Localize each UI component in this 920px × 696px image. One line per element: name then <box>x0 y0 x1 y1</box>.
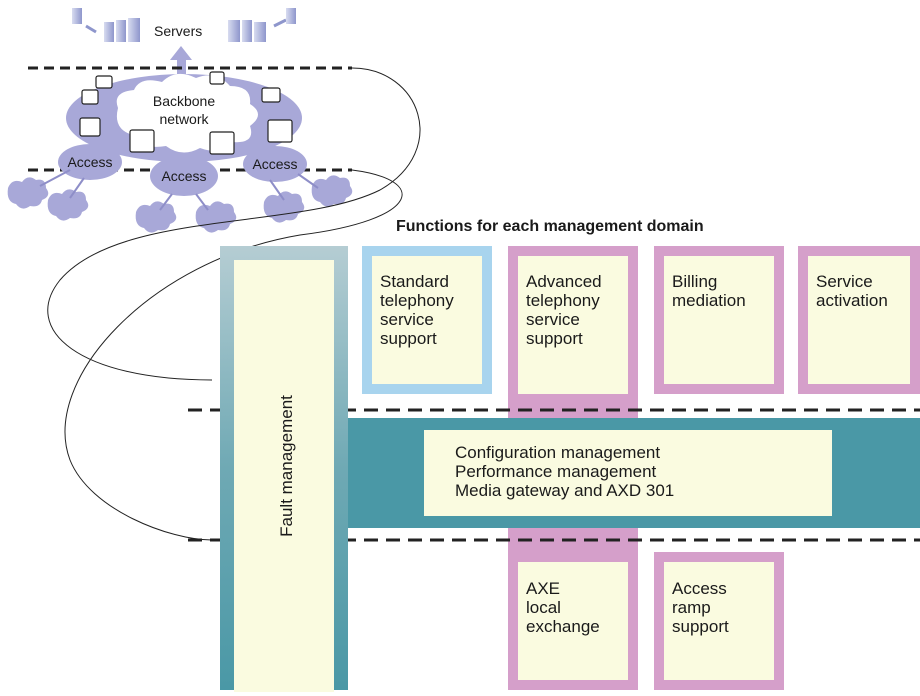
fault-management-label: Fault management <box>277 395 296 537</box>
access-label-2: Access <box>161 168 206 184</box>
advanced-telephony-box <box>518 256 628 394</box>
standard-telephony-line4: support <box>380 329 437 348</box>
domains-title: Functions for each management domain <box>396 218 704 235</box>
backbone-label-line2: network <box>159 111 209 127</box>
access-links <box>39 169 319 211</box>
service-activation-box <box>808 256 910 384</box>
middle-box <box>424 430 832 516</box>
billing-mediation-line2: mediation <box>672 291 746 310</box>
uplink-arrow <box>170 46 192 74</box>
service-activation-line2: activation <box>816 291 888 310</box>
access-ramp-line1: Access <box>672 579 727 598</box>
advanced-telephony-line2: telephony <box>526 291 600 310</box>
fault-management-inner <box>234 260 334 692</box>
middle-box-line3: Media gateway and AXD 301 <box>455 481 674 500</box>
standard-telephony-line2: telephony <box>380 291 454 310</box>
servers-label: Servers <box>154 23 202 39</box>
axe-local-exchange-box <box>518 562 628 680</box>
access-ramp-line3: support <box>672 617 729 636</box>
network-illustration: Servers Backbone network <box>7 8 353 233</box>
advanced-telephony-line1: Advanced <box>526 272 602 291</box>
access-ramp-box <box>664 562 774 680</box>
standard-telephony-box <box>372 256 482 384</box>
standard-telephony-line3: service <box>380 310 434 329</box>
backbone-label-line1: Backbone <box>153 93 215 109</box>
server-group-right <box>228 8 296 42</box>
access-label-1: Access <box>67 154 112 170</box>
axe-line3: exchange <box>526 617 600 636</box>
router-icons <box>79 71 293 155</box>
axe-line2: local <box>526 598 561 617</box>
middle-box-line1: Configuration management <box>455 443 660 462</box>
access-label-3: Access <box>252 156 297 172</box>
standard-telephony-line1: Standard <box>380 272 449 291</box>
service-activation-line1: Service <box>816 272 873 291</box>
billing-mediation-line1: Billing <box>672 272 717 291</box>
server-group-left <box>72 8 140 42</box>
access-nodes: Access Access Access <box>58 144 307 196</box>
billing-mediation-box <box>664 256 774 384</box>
loop-curve-upper <box>47 67 421 381</box>
access-ramp-line2: ramp <box>672 598 711 617</box>
middle-box-line2: Performance management <box>455 462 657 481</box>
loop-curve-lower <box>64 169 403 541</box>
advanced-telephony-line4: support <box>526 329 583 348</box>
advanced-telephony-line3: service <box>526 310 580 329</box>
axe-line1: AXE <box>526 579 560 598</box>
